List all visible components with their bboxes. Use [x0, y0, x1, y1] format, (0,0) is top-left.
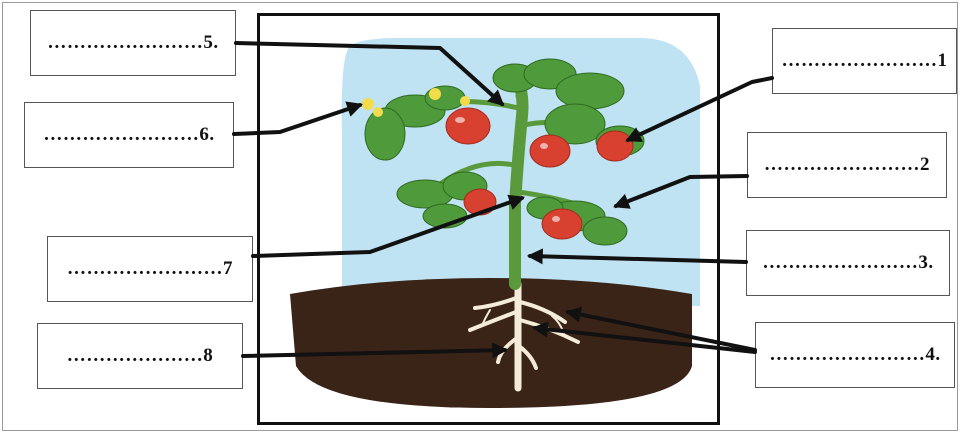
label-box-6[interactable]: ……………………6. — [24, 102, 234, 168]
label-box-7[interactable]: ……………………7 — [47, 236, 253, 302]
label-box-5[interactable]: ……………………5. — [30, 10, 236, 76]
label-box-3[interactable]: ……………………3. — [746, 230, 950, 296]
label-text-7: ……………………7 — [67, 258, 233, 280]
tomato-plant-illustration — [260, 16, 720, 425]
label-text-8: …………………8 — [67, 345, 214, 367]
label-box-8[interactable]: …………………8 — [37, 323, 243, 389]
label-box-2[interactable]: ……………………2 — [747, 132, 947, 198]
label-text-5: ……………………5. — [47, 32, 218, 54]
label-text-6: ……………………6. — [43, 124, 214, 146]
label-box-1[interactable]: ……………………1 — [772, 28, 957, 94]
plant-illustration-frame — [257, 13, 720, 425]
label-text-4: ……………………4. — [769, 344, 940, 366]
label-text-2: ……………………2 — [764, 154, 930, 176]
label-text-3: ……………………3. — [762, 252, 933, 274]
soil — [290, 278, 692, 408]
label-text-1: ……………………1 — [782, 50, 948, 72]
label-box-4[interactable]: ……………………4. — [755, 322, 955, 388]
